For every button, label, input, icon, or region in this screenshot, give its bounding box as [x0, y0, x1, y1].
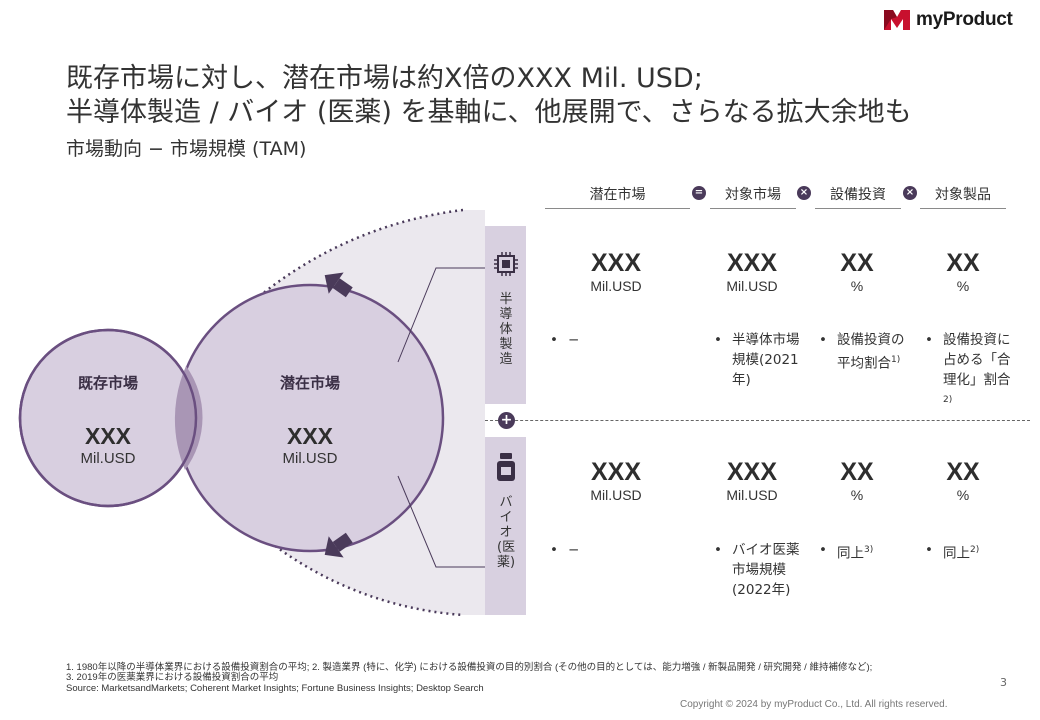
- value-number: XXX: [590, 458, 642, 486]
- note-semiconductor-product: •設備投資に占める「合理化」割合2): [925, 332, 1011, 405]
- column-rule: [545, 208, 690, 209]
- background-panel: [463, 210, 485, 615]
- value-semiconductor-target: XXX Mil.USD: [702, 248, 802, 294]
- column-rule: [815, 208, 901, 209]
- existing-market-name: 既存市場: [77, 374, 138, 392]
- value-number: XX: [946, 458, 980, 486]
- note-semiconductor-capex: •設備投資の平均割合1): [819, 332, 905, 372]
- note-footnote-ref: 3): [864, 545, 874, 555]
- potential-market-value: XXX: [286, 423, 334, 449]
- note-footnote-ref: 2): [970, 545, 980, 555]
- background-arc-edge: [161, 208, 464, 617]
- segment-label-bio: バイオ(医薬): [497, 495, 516, 570]
- note-footnote-ref: 2): [943, 395, 953, 405]
- value-unit: Mil.USD: [590, 278, 642, 294]
- value-number: XXX: [590, 249, 642, 277]
- value-number: XXX: [726, 458, 778, 486]
- value-unit: %: [850, 487, 864, 503]
- note-text: −: [568, 542, 580, 558]
- value-semiconductor-potential: XXX Mil.USD: [566, 248, 666, 294]
- note-semiconductor-potential: •−: [550, 332, 580, 348]
- column-header-product: 対象製品: [935, 187, 991, 203]
- value-unit: Mil.USD: [726, 487, 778, 503]
- value-bio-target: XXX Mil.USD: [702, 457, 802, 503]
- title-line-1: 既存市場に対し、潜在市場は約X倍のXXX Mil. USD;: [66, 63, 703, 94]
- existing-market-label: 既存市場 XXX Mil.USD: [40, 372, 176, 467]
- medicine-bottle-icon: [497, 453, 515, 481]
- expand-arrow-up-icon: [324, 272, 353, 298]
- note-bio-product: •同上2): [925, 542, 980, 562]
- chip-icon: [494, 252, 518, 276]
- potential-market-label: 潜在市場 XXX Mil.USD: [240, 372, 380, 467]
- equals-operator-icon: =: [692, 186, 706, 200]
- note-bio-potential: •−: [550, 542, 580, 558]
- page-number: 3: [1000, 676, 1007, 689]
- footnote-source: Source: MarketsandMarkets; Coherent Mark…: [66, 683, 484, 694]
- circle-overlap: [174, 366, 203, 470]
- value-unit: %: [850, 278, 864, 294]
- value-number: XX: [946, 249, 980, 277]
- value-unit: %: [956, 278, 970, 294]
- note-text: 半導体市場規模(2021年): [732, 332, 800, 388]
- value-unit: Mil.USD: [726, 278, 778, 294]
- column-header-potential: 潜在市場: [589, 187, 646, 203]
- value-semiconductor-product: XX %: [923, 248, 1003, 294]
- value-bio-potential: XXX Mil.USD: [566, 457, 666, 503]
- note-text: バイオ医薬市場規模(2022年): [732, 542, 800, 598]
- potential-market-name: 潜在市場: [279, 374, 340, 392]
- connector-bio: [397, 475, 485, 568]
- brand-logo: myProduct: [884, 9, 1013, 31]
- multiply-operator-icon: ×: [797, 186, 811, 200]
- copyright: Copyright © 2024 by myProduct Co., Ltd. …: [680, 699, 948, 710]
- value-number: XX: [840, 249, 874, 277]
- value-number: XXX: [726, 249, 778, 277]
- note-bio-capex: •同上3): [819, 542, 874, 562]
- title-line-2: 半導体製造 / バイオ (医薬) を基軸に、他展開で、さらなる拡大余地も: [66, 97, 912, 128]
- multiply-operator-icon: ×: [903, 186, 917, 200]
- segment-label-semiconductor: 半導体製造: [499, 292, 513, 367]
- column-header-target: 対象市場: [725, 187, 781, 203]
- value-bio-product: XX %: [923, 457, 1003, 503]
- connector-semiconductor: [397, 267, 485, 363]
- existing-market-value: XXX: [84, 423, 132, 449]
- value-semiconductor-capex: XX %: [817, 248, 897, 294]
- page-subtitle: 市場動向 − 市場規模 (TAM): [66, 138, 307, 160]
- expand-arrow-down-icon: [324, 532, 353, 558]
- potential-market-unit: Mil.USD: [282, 450, 338, 467]
- note-bio-target: •バイオ医薬市場規模(2022年): [714, 542, 800, 598]
- brand-name: myProduct: [916, 9, 1013, 30]
- footnote-2: 3. 2019年の医薬業界における設備投資割合の平均: [66, 672, 279, 683]
- note-footnote-ref: 1): [891, 355, 901, 365]
- existing-market-unit: Mil.USD: [80, 450, 136, 467]
- column-header-capex: 設備投資: [830, 187, 886, 203]
- note-text: 同上: [943, 545, 970, 562]
- brand-mark-icon: [884, 10, 910, 30]
- column-rule: [920, 208, 1006, 209]
- note-text: 同上: [837, 545, 864, 562]
- column-rule: [710, 208, 796, 209]
- note-text: −: [568, 332, 580, 348]
- value-unit: Mil.USD: [590, 487, 642, 503]
- plus-operator-icon: +: [498, 412, 515, 429]
- value-bio-capex: XX %: [817, 457, 897, 503]
- note-semiconductor-target: •半導体市場規模(2021年): [714, 332, 800, 388]
- footnote-1: 1. 1980年以降の半導体業界における設備投資割合の平均; 2. 製造業界 (…: [66, 662, 873, 673]
- value-number: XX: [840, 458, 874, 486]
- note-text: 設備投資の平均割合: [837, 332, 905, 372]
- segment-divider: [485, 420, 1030, 421]
- value-unit: %: [956, 487, 970, 503]
- page-title: 既存市場に対し、潜在市場は約X倍のXXX Mil. USD; 半導体製造 / バ…: [66, 62, 912, 130]
- note-text: 設備投資に占める「合理化」割合: [943, 332, 1011, 388]
